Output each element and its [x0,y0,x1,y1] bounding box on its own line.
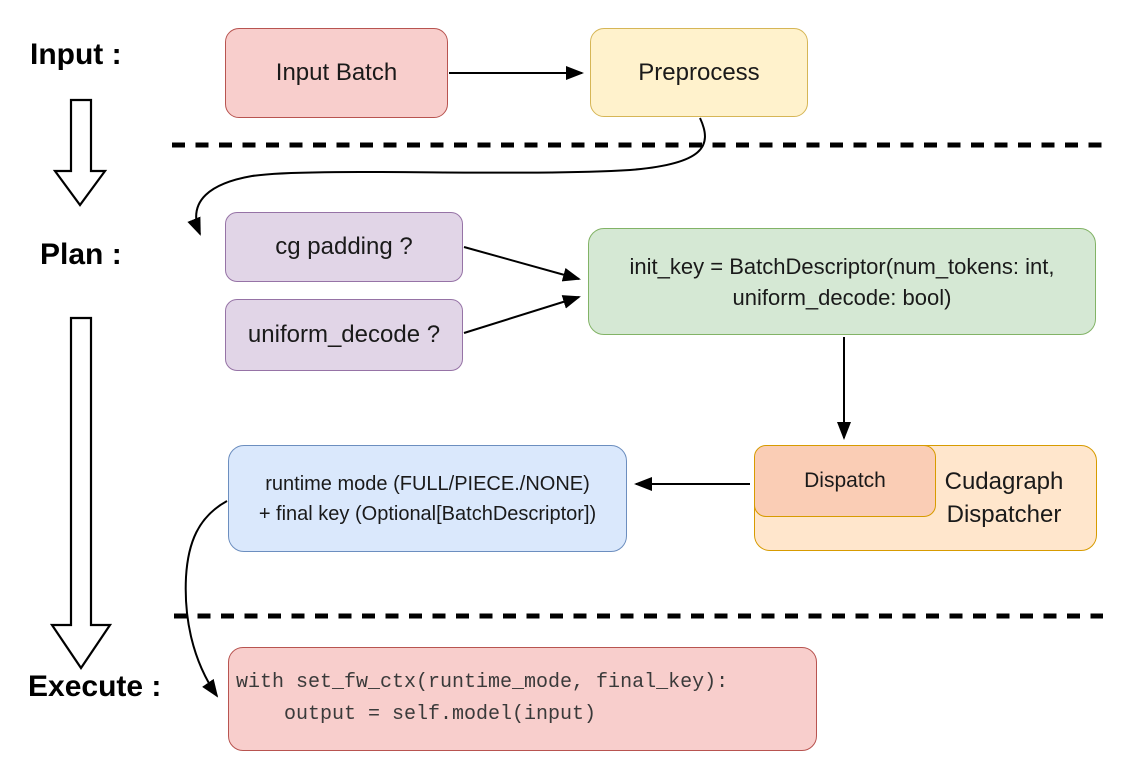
node-preprocess: Preprocess [590,28,808,117]
node-init-key-line2: uniform_decode: bool) [732,284,952,310]
hollow-down-arrow-input [52,98,108,207]
node-preprocess-label: Preprocess [638,58,760,86]
node-dispatch: Dispatch [754,445,936,517]
stage-label-execute: Execute : [28,670,162,703]
node-runtime-mode: runtime mode (FULL/PIECE./NONE) + final … [228,445,627,552]
stage-label-plan: Plan : [40,238,122,271]
hollow-down-arrow-plan [49,316,113,670]
node-uniform-decode: uniform_decode ? [225,299,463,371]
execute-code-line1: with set_fw_ctx(runtime_mode, final_key)… [236,671,729,694]
execute-code-line2: output = self.model(input) [236,703,597,726]
node-runtime-mode-line1: runtime mode (FULL/PIECE./NONE) [265,472,590,495]
stage-label-input: Input : [30,38,122,71]
node-cg-padding: cg padding ? [225,212,463,282]
node-input-batch-label: Input Batch [275,59,398,86]
node-input-batch: Input Batch [225,28,448,118]
arrow-uniform-decode-to-init-key [463,295,581,334]
node-runtime-mode-line2: + final key (Optional[BatchDescriptor]) [258,502,597,525]
node-execute-code: with set_fw_ctx(runtime_mode, final_key)… [228,647,817,751]
node-init-key: init_key = BatchDescriptor(num_tokens: i… [588,228,1096,335]
node-uniform-decode-label: uniform_decode ? [247,321,441,348]
node-cudagraph-dispatcher-label: Cudagraph Dispatcher [944,468,1064,528]
node-dispatch-label: Dispatch [804,469,886,492]
arrow-runtime-mode-to-execute-code [184,500,228,698]
node-cg-padding-label: cg padding ? [275,233,413,260]
arrow-cg-padding-to-init-key [463,246,581,282]
node-init-key-line1: init_key = BatchDescriptor(num_tokens: i… [629,253,1055,279]
